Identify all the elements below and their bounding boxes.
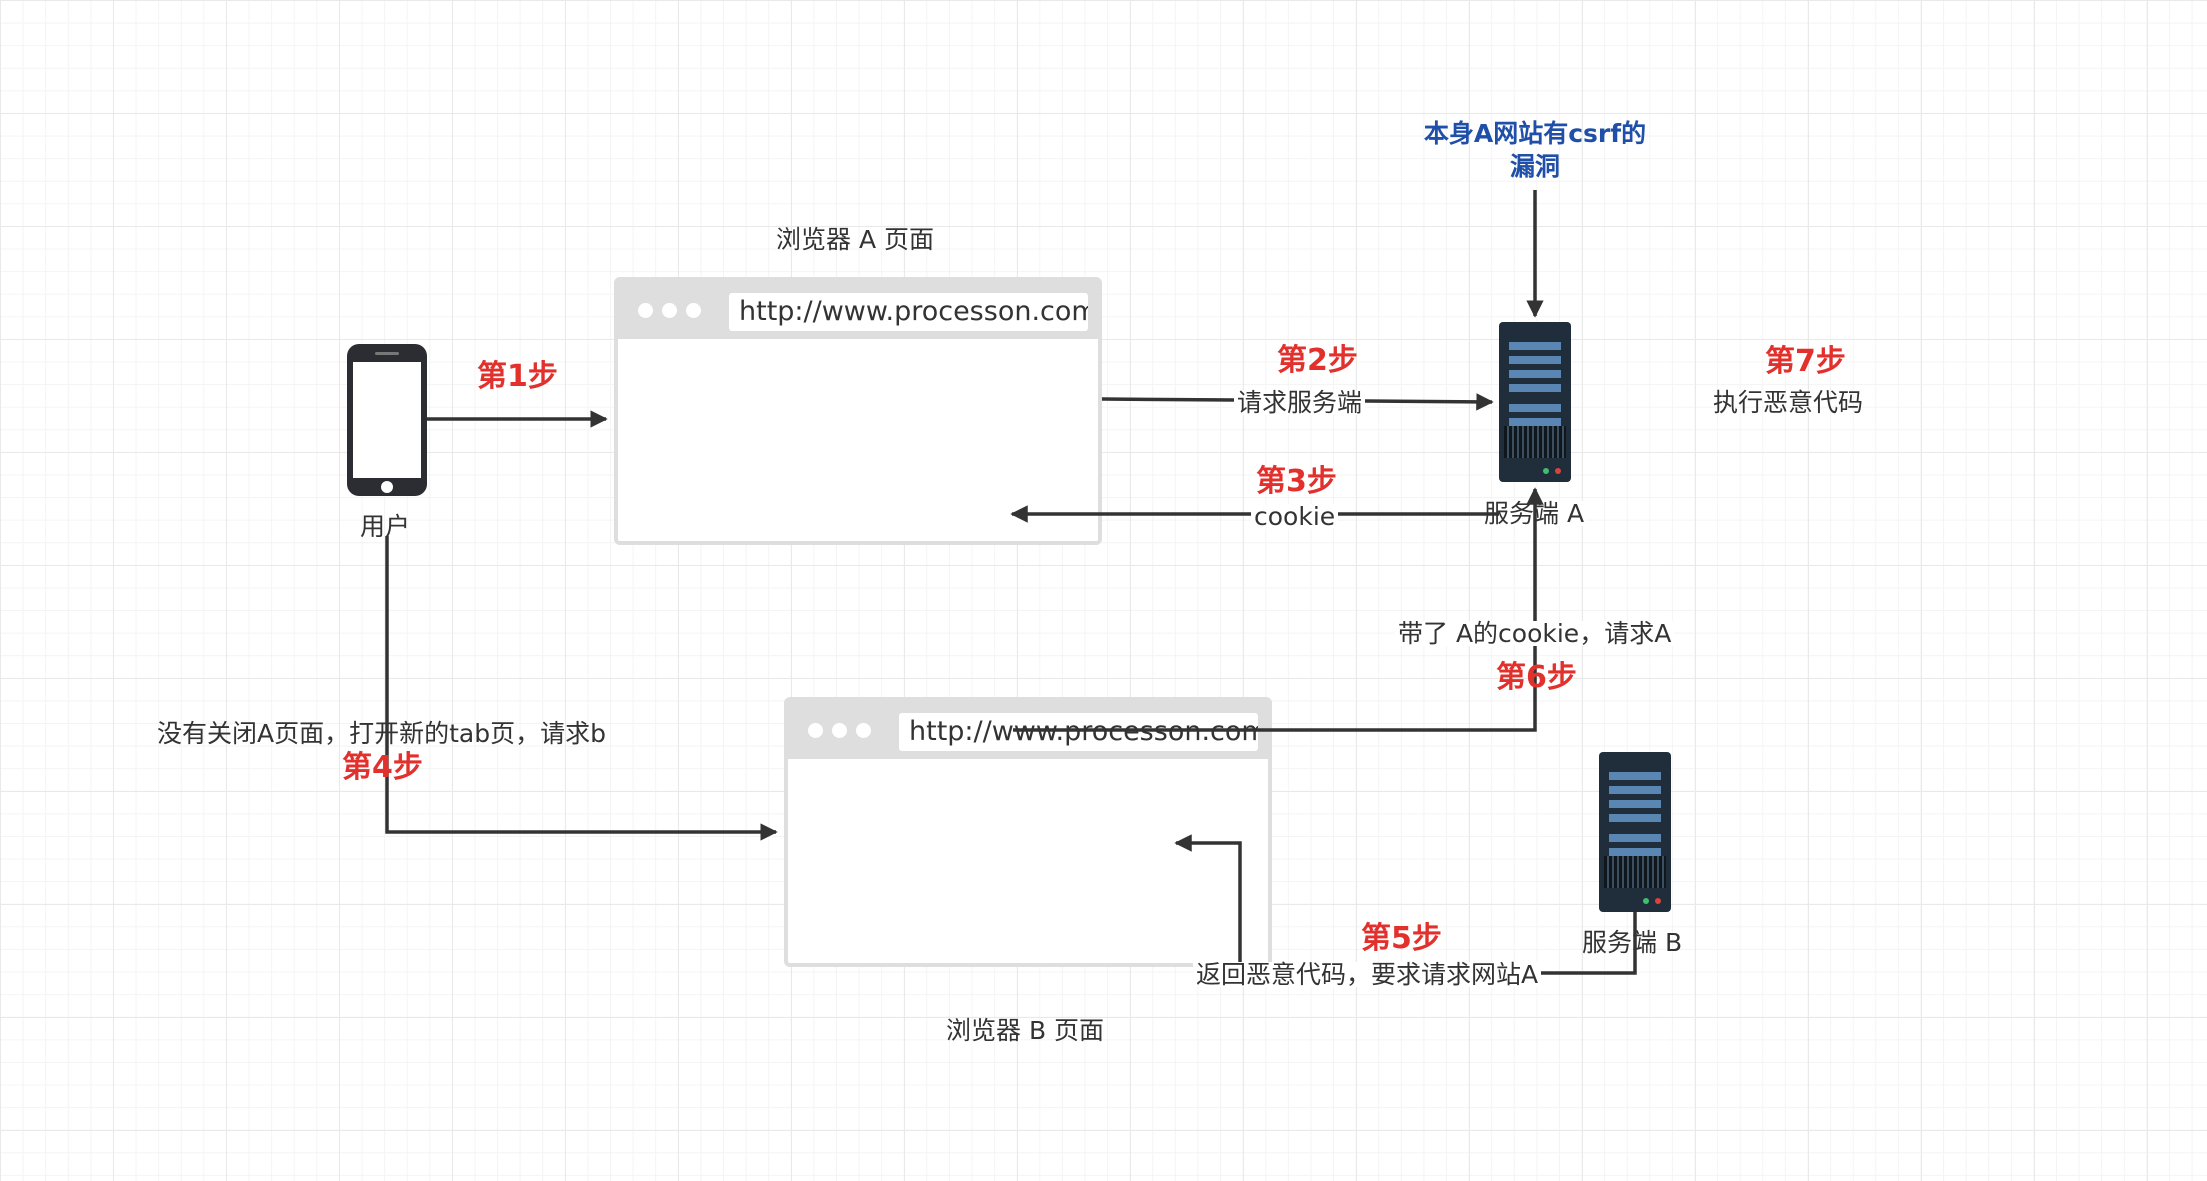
window-dot-icon bbox=[856, 723, 871, 738]
window-dot-icon bbox=[686, 303, 701, 318]
user-label: 用户 bbox=[360, 512, 411, 541]
step-6-title: 第6步 bbox=[1496, 660, 1577, 695]
browser-a-window: http://www.processon.com bbox=[614, 277, 1102, 545]
step-3-title: 第3步 bbox=[1256, 464, 1337, 499]
window-dot-icon bbox=[808, 723, 823, 738]
step-5-desc: 返回恶意代码，要求请求网站A bbox=[1193, 962, 1542, 987]
vulnerability-note-line2: 漏洞 bbox=[1509, 151, 1560, 181]
browser-a-url: http://www.processon.com bbox=[729, 293, 1088, 331]
browser-a-titlebar: http://www.processon.com bbox=[618, 281, 1098, 339]
window-dot-icon bbox=[662, 303, 677, 318]
step-2-desc: 请求服务端 bbox=[1234, 390, 1366, 415]
step-4-title: 第4步 bbox=[342, 750, 423, 785]
window-dot-icon bbox=[832, 723, 847, 738]
step-7-title: 第7步 bbox=[1765, 344, 1846, 379]
browser-a-caption: 浏览器 A 页面 bbox=[776, 225, 934, 254]
step-1-title: 第1步 bbox=[477, 359, 558, 394]
phone-icon bbox=[347, 344, 427, 496]
browser-b-caption: 浏览器 B 页面 bbox=[946, 1016, 1105, 1045]
step-6-desc: 带了 A的cookie，请求A bbox=[1395, 621, 1675, 646]
step-2-title: 第2步 bbox=[1277, 343, 1358, 378]
step-5-title: 第5步 bbox=[1361, 921, 1442, 956]
server-b-icon bbox=[1599, 752, 1671, 912]
step-4-desc: 没有关闭A页面，打开新的tab页，请求b bbox=[157, 719, 606, 748]
step-4-arrow bbox=[385, 536, 778, 841]
step-3-desc: cookie bbox=[1251, 504, 1339, 529]
vulnerability-note-line1: 本身A网站有csrf的 bbox=[1423, 119, 1647, 148]
browser-b-window: http://www.processon.com bbox=[784, 697, 1272, 967]
step-6-arrow bbox=[1013, 487, 1544, 732]
server-b-label: 服务端 B bbox=[1582, 928, 1683, 957]
window-dot-icon bbox=[638, 303, 653, 318]
server-a-icon bbox=[1499, 322, 1571, 482]
step-7-desc: 执行恶意代码 bbox=[1713, 388, 1864, 417]
vulnerability-note: 本身A网站有csrf的 漏洞 bbox=[1405, 118, 1665, 183]
